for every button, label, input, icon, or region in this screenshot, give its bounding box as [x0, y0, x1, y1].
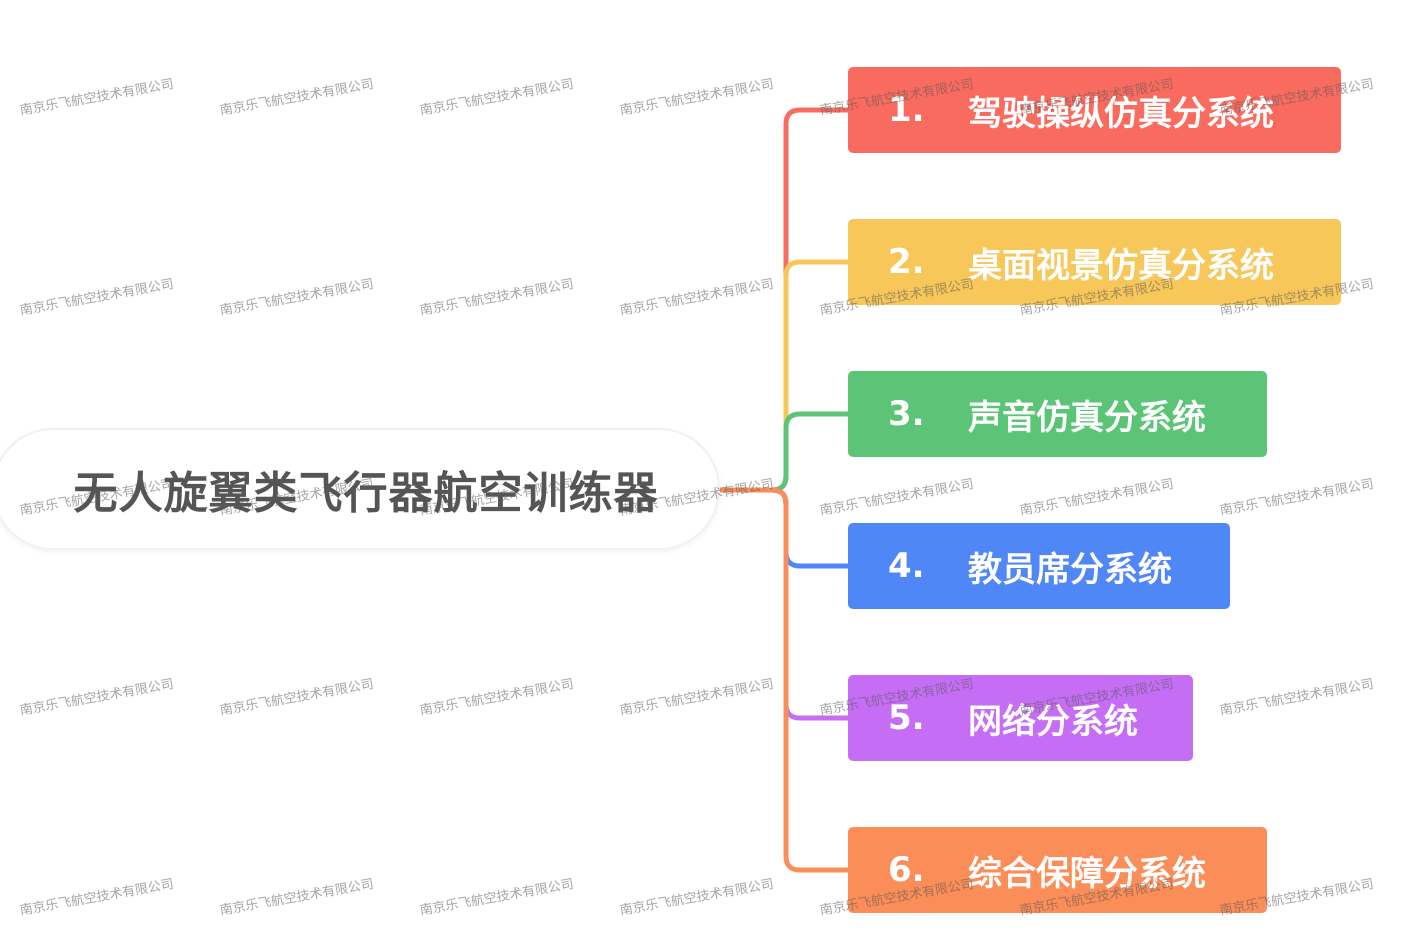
branch-label: 桌面视景仿真分系统	[968, 245, 1274, 286]
branch-node-3[interactable]: 3. 声音仿真分系统	[848, 371, 1267, 457]
connector-line-1	[715, 107, 851, 493]
branch-label: 教员席分系统	[968, 549, 1172, 590]
branch-label: 综合保障分系统	[968, 853, 1206, 894]
root-topic-label: 无人旋翼类飞行器航空训练器	[73, 468, 659, 519]
branch-number: 4.	[888, 546, 925, 586]
root-topic-node[interactable]: 无人旋翼类飞行器航空训练器	[0, 428, 720, 550]
connector-line-4	[715, 487, 851, 569]
branch-node-4[interactable]: 4. 教员席分系统	[848, 523, 1230, 609]
branch-node-2[interactable]: 2. 桌面视景仿真分系统	[848, 219, 1341, 305]
branch-node-5[interactable]: 5. 网络分系统	[848, 675, 1193, 761]
branch-node-1[interactable]: 1. 驾驶操纵仿真分系统	[848, 67, 1341, 153]
connector-line-3	[715, 411, 851, 493]
branch-number: 3.	[888, 394, 925, 434]
branch-number: 1.	[888, 90, 925, 130]
connector-line-6	[715, 487, 851, 873]
branch-label: 驾驶操纵仿真分系统	[968, 93, 1274, 134]
branch-label: 声音仿真分系统	[968, 397, 1206, 438]
branch-label: 网络分系统	[968, 701, 1138, 742]
connector-line-2	[715, 259, 851, 493]
branch-number: 6.	[888, 850, 925, 890]
branch-number: 2.	[888, 242, 925, 282]
branch-number: 5.	[888, 698, 925, 738]
branch-node-6[interactable]: 6. 综合保障分系统	[848, 827, 1267, 913]
connector-line-5	[715, 487, 851, 721]
